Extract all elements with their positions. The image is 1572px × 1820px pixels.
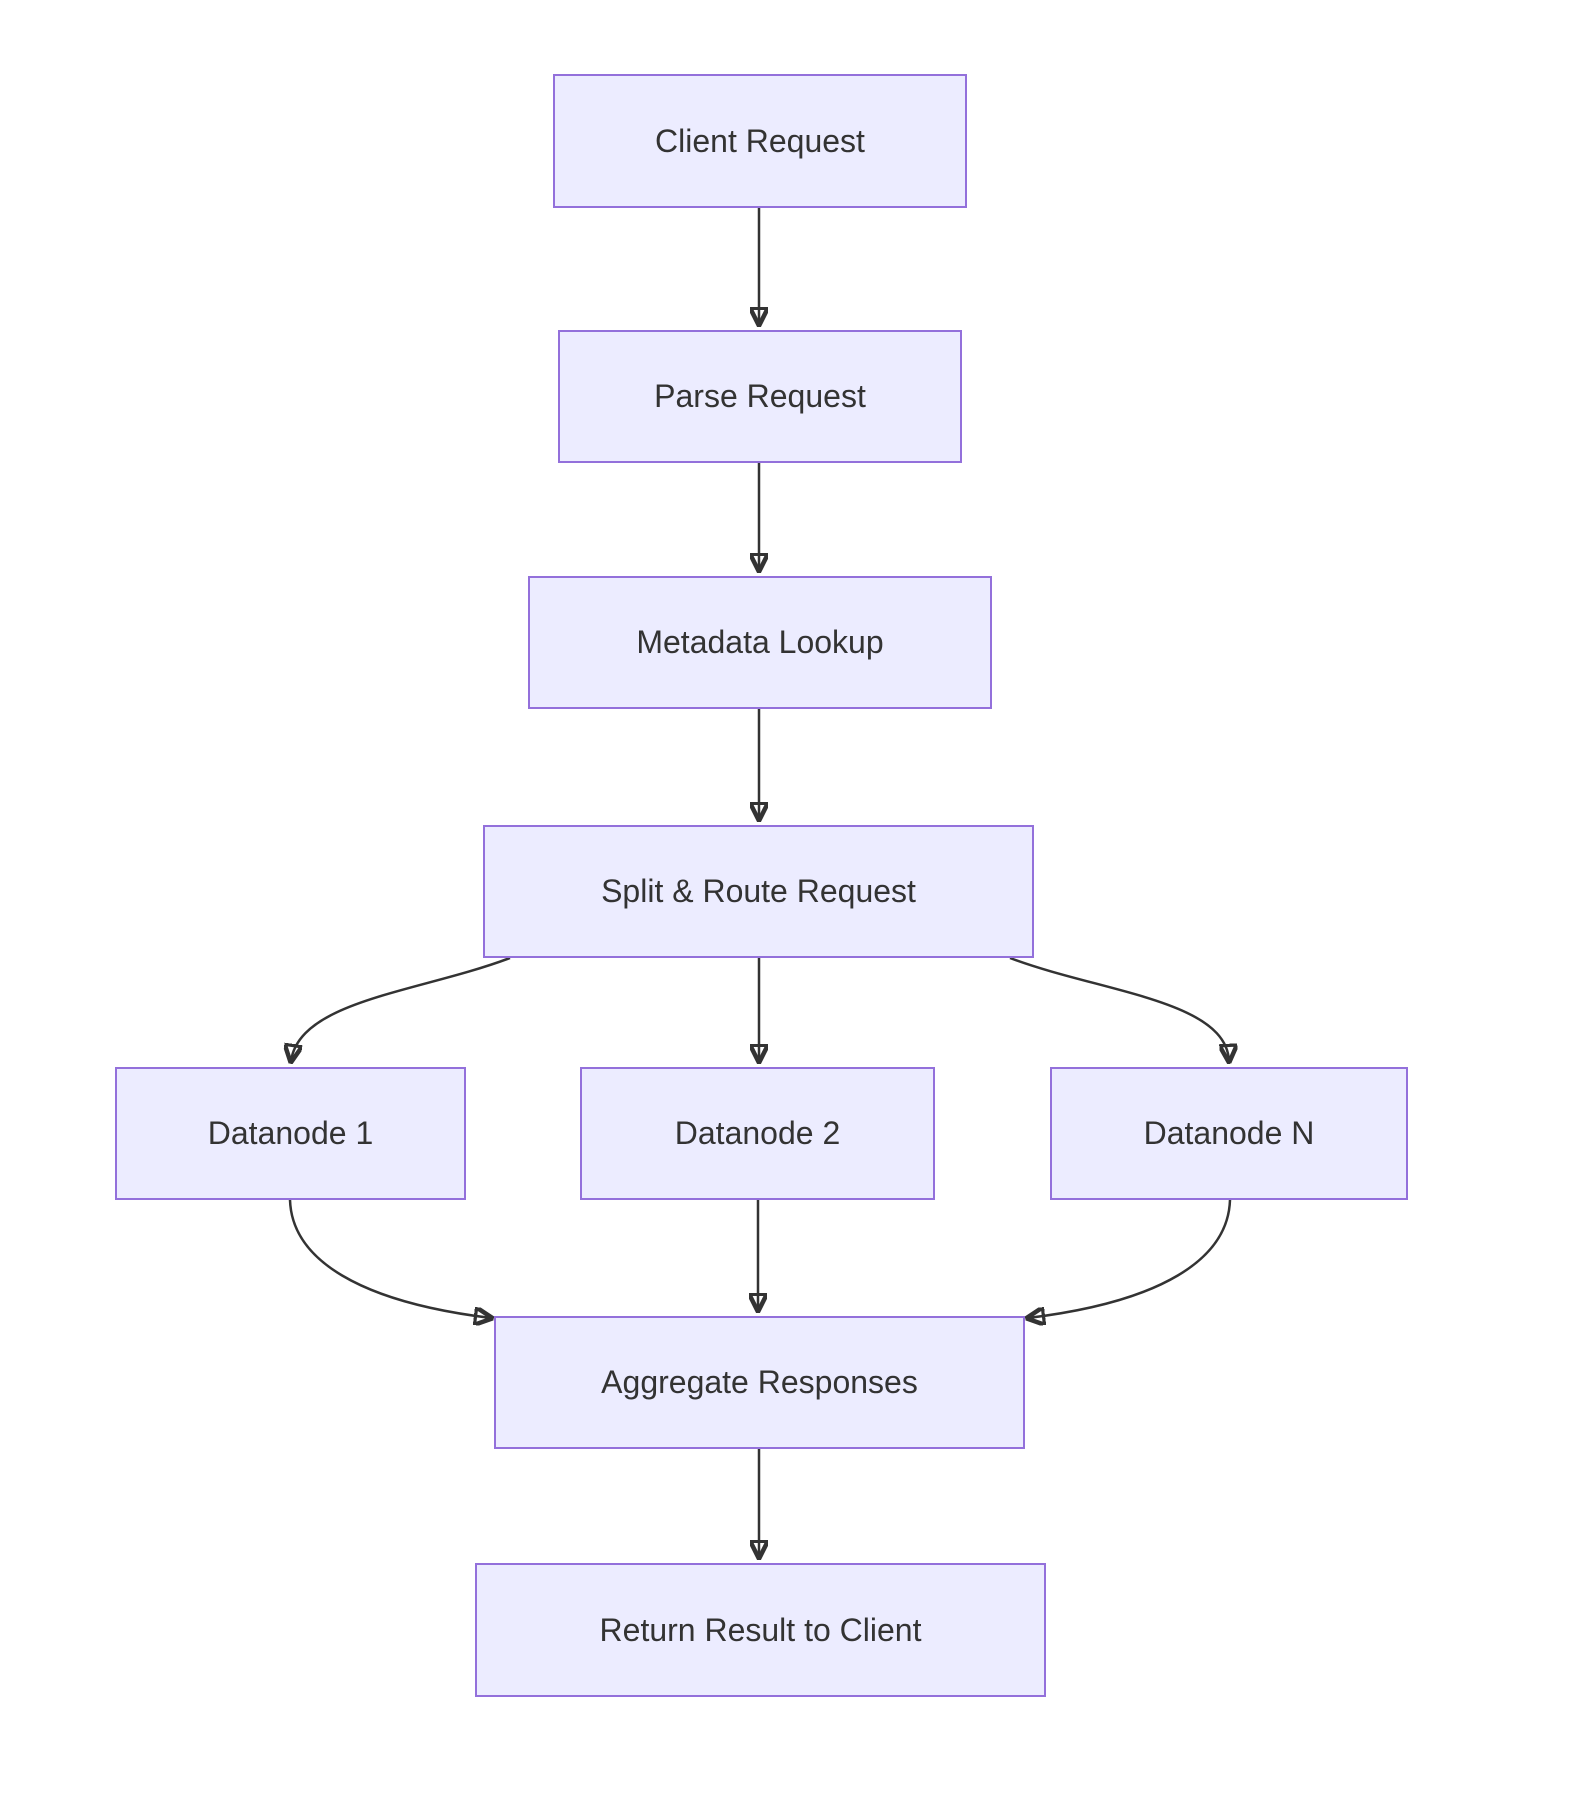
node-datanode-n-label: Datanode N <box>1143 1115 1315 1152</box>
node-datanode-2-label: Datanode 2 <box>674 1115 841 1152</box>
node-client-request-label: Client Request <box>655 122 865 159</box>
node-return-result-to-client-label: Return Result to Client <box>599 1611 922 1648</box>
edge-split-to-datanode1 <box>291 956 511 1061</box>
edge-split-to-datanodeN <box>1009 956 1229 1061</box>
node-datanode-1: Datanode 1 <box>115 1067 466 1200</box>
node-datanode-1-label: Datanode 1 <box>207 1115 374 1152</box>
node-datanode-2: Datanode 2 <box>580 1067 935 1200</box>
node-metadata-lookup: Metadata Lookup <box>528 576 992 709</box>
node-split-route-request-label: Split & Route Request <box>601 873 916 910</box>
node-datanode-n: Datanode N <box>1050 1067 1408 1200</box>
node-split-route-request: Split & Route Request <box>483 825 1034 958</box>
node-return-result-to-client: Return Result to Client <box>475 1563 1046 1697</box>
node-metadata-lookup-label: Metadata Lookup <box>636 624 884 661</box>
node-parse-request: Parse Request <box>558 330 962 463</box>
node-parse-request-label: Parse Request <box>654 378 866 415</box>
node-aggregate-responses-label: Aggregate Responses <box>601 1364 918 1401</box>
edge-datanode1-to-aggregate <box>288 1199 491 1318</box>
node-client-request: Client Request <box>553 74 967 208</box>
edge-datanodeN-to-aggregate <box>1028 1199 1232 1318</box>
node-aggregate-responses: Aggregate Responses <box>494 1316 1025 1449</box>
